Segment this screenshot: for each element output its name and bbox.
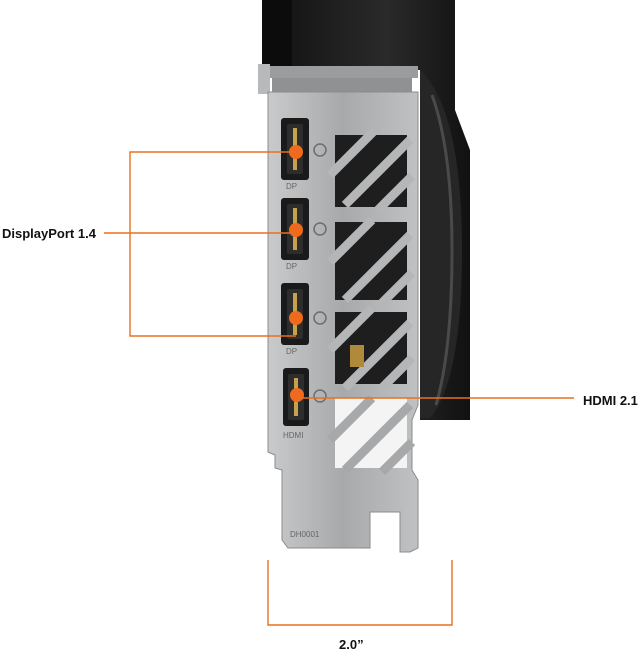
displayport-label: DisplayPort 1.4	[2, 226, 96, 241]
width-label: 2.0”	[339, 637, 364, 652]
vent-slats	[326, 126, 416, 394]
displayport-callout	[104, 151, 296, 337]
connector-glint	[350, 345, 364, 367]
port-label-dp-2: DP	[286, 262, 298, 271]
port-label-dp-3: DP	[286, 347, 298, 356]
port-label-dp-1: DP	[286, 182, 298, 191]
lower-vents	[326, 394, 416, 476]
width-dimension-bracket	[267, 560, 453, 626]
cooler-shroud	[262, 0, 470, 420]
screw-icons	[313, 143, 327, 403]
port-label-hdmi: HDMI	[283, 431, 304, 440]
bracket-stamp: DH0001	[290, 530, 320, 539]
vent-grille	[335, 135, 407, 384]
bracket-top-tab	[258, 64, 418, 94]
hdmi-label: HDMI 2.1	[583, 393, 638, 408]
